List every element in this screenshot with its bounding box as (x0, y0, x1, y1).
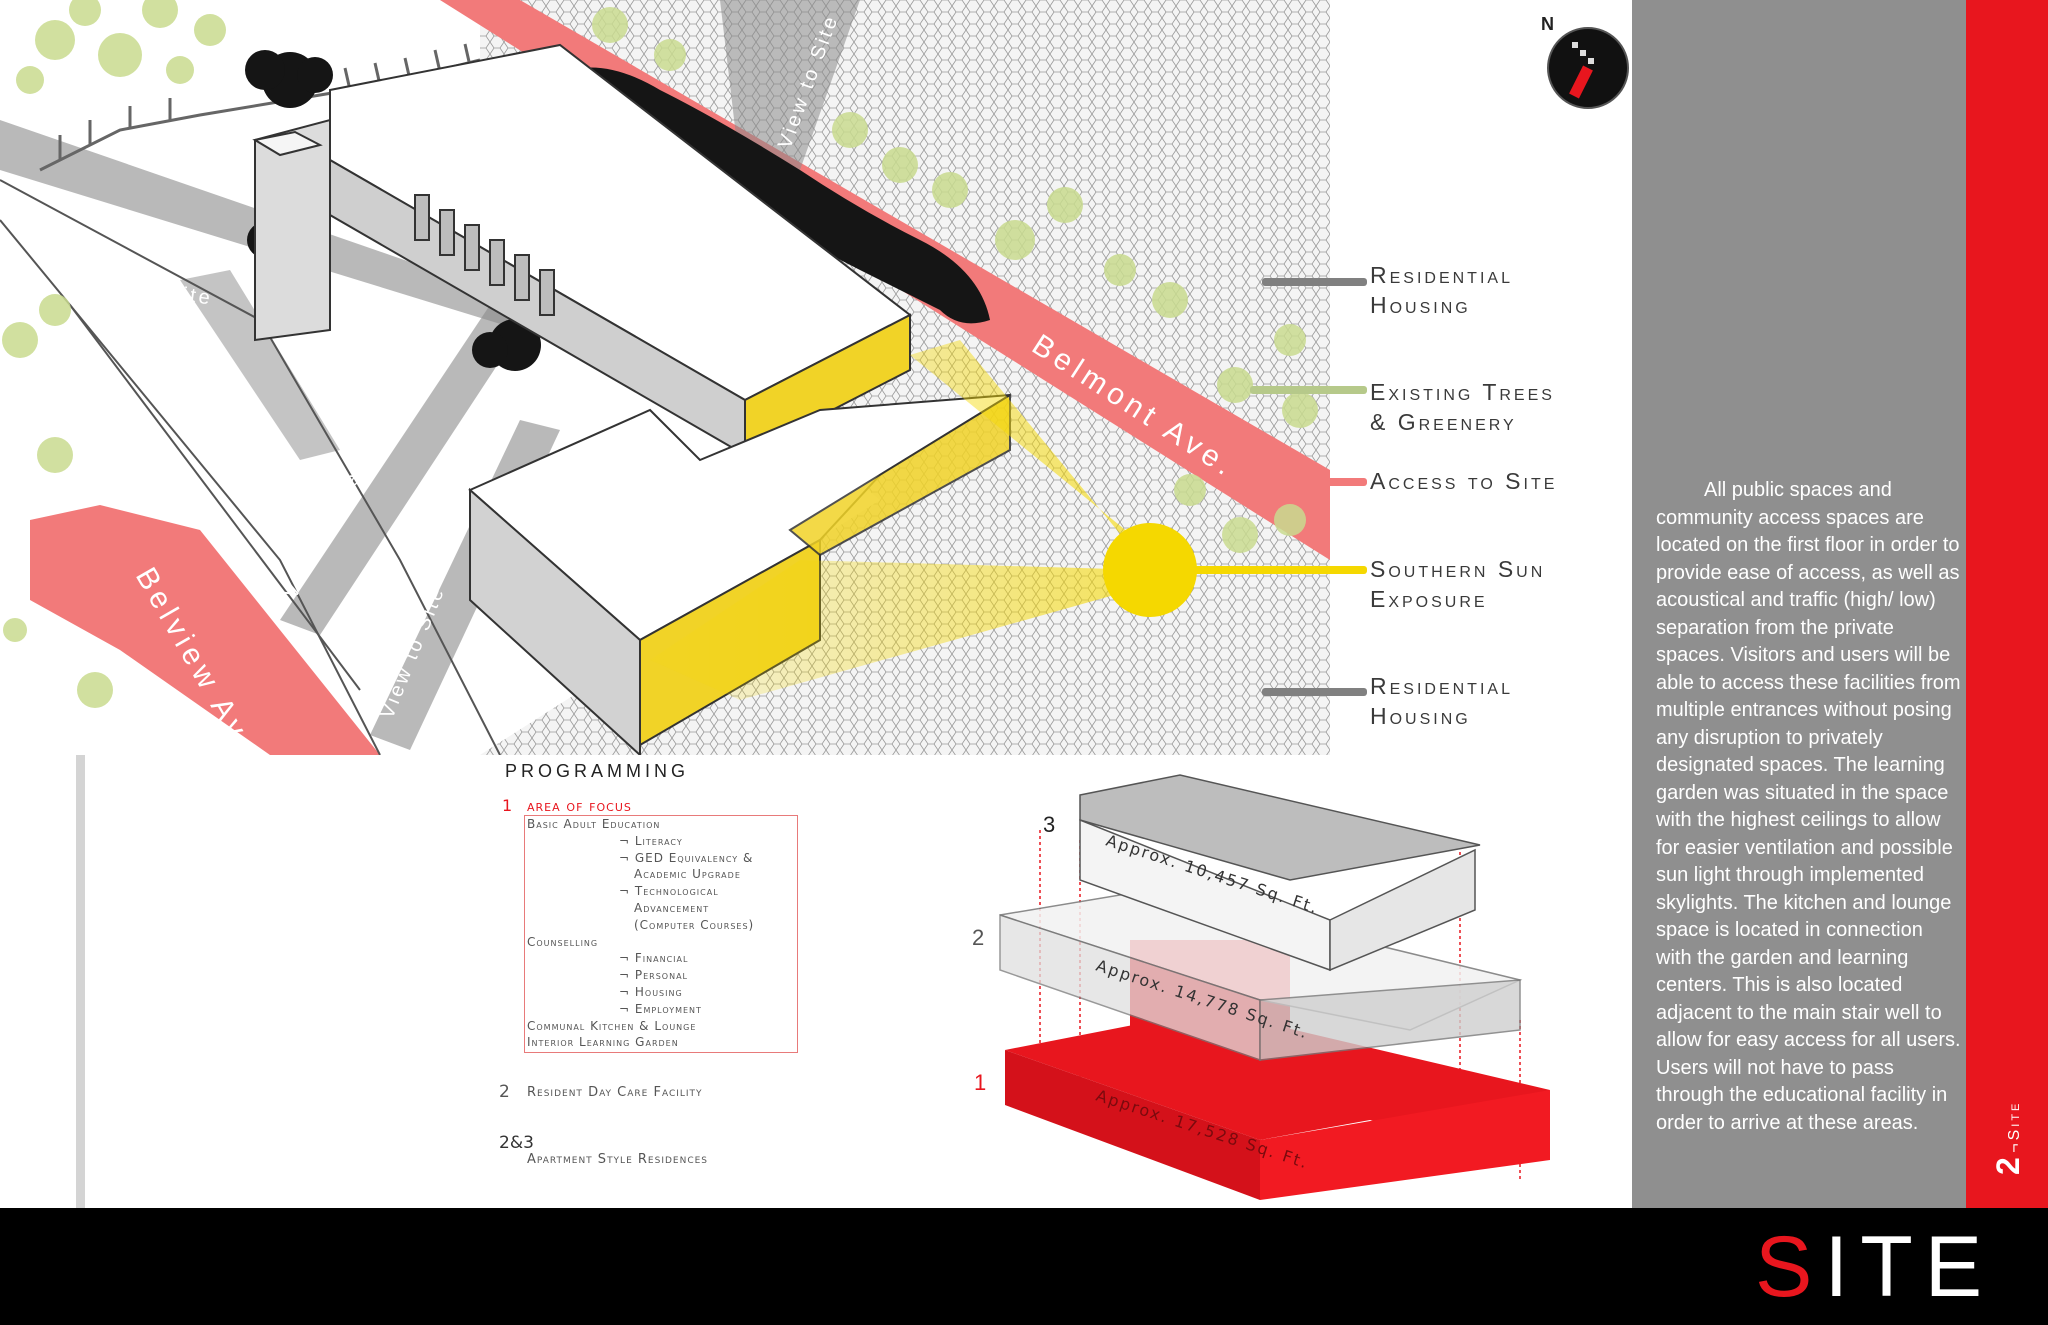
legend-line-residential (1262, 688, 1367, 696)
floor-2-number: 2 (972, 925, 984, 950)
legend-text: Existing Trees (1370, 379, 1555, 405)
legend-text: Exposure (1370, 586, 1488, 612)
building-west-block (254, 118, 331, 342)
building-lower-face (469, 487, 641, 755)
programming-line: ¬ Technological (619, 884, 719, 899)
footer-title-rest: ITE (1824, 1219, 1995, 1315)
description-text: All public spaces and community access s… (1656, 479, 1961, 1134)
legend-text: Residential (1370, 673, 1513, 699)
programming-item-3-text: Apartment Style Residences (527, 1152, 709, 1167)
programming-line: ¬ Employment (619, 1001, 702, 1016)
programming-line: ¬ Literacy (619, 833, 683, 848)
programming-line: ¬ Financial (619, 951, 689, 966)
site-plan-diagram: Belmont Ave. Belview Ave. View to Site V… (0, 0, 1330, 755)
programming-focus-list: Basic Adult Education ¬ Literacy ¬ GED Equ… (527, 816, 797, 1051)
legend-label-residential: Residential Housing (1370, 671, 1513, 731)
building-west-roof (252, 130, 323, 157)
legend-text: Residential (1370, 262, 1513, 288)
programming-line: (Computer Courses) (634, 917, 755, 932)
side-tab (1966, 0, 2048, 1208)
programming-lines: Basic Adult Education ¬ Literacy ¬ GED Equ… (527, 816, 797, 1051)
footer-bar (0, 1208, 2048, 1325)
programming-line: Academic Upgrade (634, 867, 741, 882)
programming-item-3-number: 2&3 (499, 1133, 534, 1153)
programming-line: Basic Adult Education (527, 817, 661, 831)
legend-line-access (1265, 478, 1367, 486)
legend-text: Access to Site (1370, 468, 1558, 494)
programming-line: Advancement (634, 900, 710, 915)
floor-3-top (1079, 774, 1481, 881)
legend-label-residential: Residential Housing (1370, 260, 1513, 320)
programming-line: Communal Kitchen & Lounge (527, 1018, 697, 1033)
programming-line: ¬ Personal (619, 968, 689, 983)
legend-line-residential (1262, 278, 1367, 286)
floor-3-side (1329, 848, 1476, 972)
side-tab-label: 2 ¬Site (1990, 1101, 2027, 1175)
legend-text: Housing (1370, 703, 1471, 729)
floor-2-side (1259, 979, 1521, 1061)
legend-label-sun: Southern Sun Exposure (1370, 554, 1545, 614)
floor-3-number: 3 (1043, 812, 1055, 837)
programming-item-2-text: Resident Day Care Facility (527, 1085, 703, 1100)
upper-windows (414, 194, 555, 316)
floor-1-side (1260, 1090, 1550, 1200)
programming-item-1-title: area of focus (527, 797, 632, 815)
belview-access-strip (30, 505, 380, 755)
legend-label-greenery: Existing Trees & Greenery (1370, 377, 1555, 437)
legend-text: & Greenery (1370, 409, 1517, 435)
floor-1-number: 1 (974, 1070, 986, 1095)
view-wedge (180, 270, 340, 460)
programming-item-1-number: 1 (502, 796, 513, 815)
legend-text: Housing (1370, 292, 1471, 318)
view-wedge (280, 290, 540, 635)
floor-1-front (1005, 1050, 1260, 1200)
programming-line: ¬ Housing (619, 984, 683, 999)
north-label: N (1541, 14, 1554, 34)
sun-icon (1103, 523, 1197, 617)
legend-label-access: Access to Site (1370, 466, 1557, 496)
compass-icon (1547, 27, 1629, 109)
greenery-dots (2, 0, 1318, 708)
legend-line-sun (1190, 566, 1367, 574)
programming-focus-box (524, 815, 798, 1053)
programming-line: ¬ GED Equivalency & (619, 850, 754, 865)
floor-stack-diagram: Approx. 10,457 Sq. Ft. Approx. 14,778 Sq… (972, 774, 1550, 1200)
description-panel (1632, 0, 1966, 1208)
lot-lines (0, 179, 501, 755)
programming-line: Interior Learning Garden (527, 1035, 679, 1050)
sun-facade-upper (744, 313, 911, 457)
programming-title: PROGRAMMING (505, 761, 690, 781)
legend-text: Southern Sun (1370, 556, 1546, 582)
legend-line-greenery (1250, 386, 1367, 394)
view-wedge (720, 0, 860, 170)
sun-facade-court (788, 393, 1011, 557)
programming-line: Counselling (527, 934, 599, 949)
footer-title: SITE (1755, 1222, 1994, 1312)
programming-item-2-number: 2 (499, 1082, 510, 1102)
footer-title-first: S (1755, 1219, 1825, 1315)
sun-rays (650, 340, 1150, 700)
side-tab-number: 2 (1990, 1157, 2026, 1175)
side-tab-text: ¬Site (2006, 1100, 2023, 1153)
